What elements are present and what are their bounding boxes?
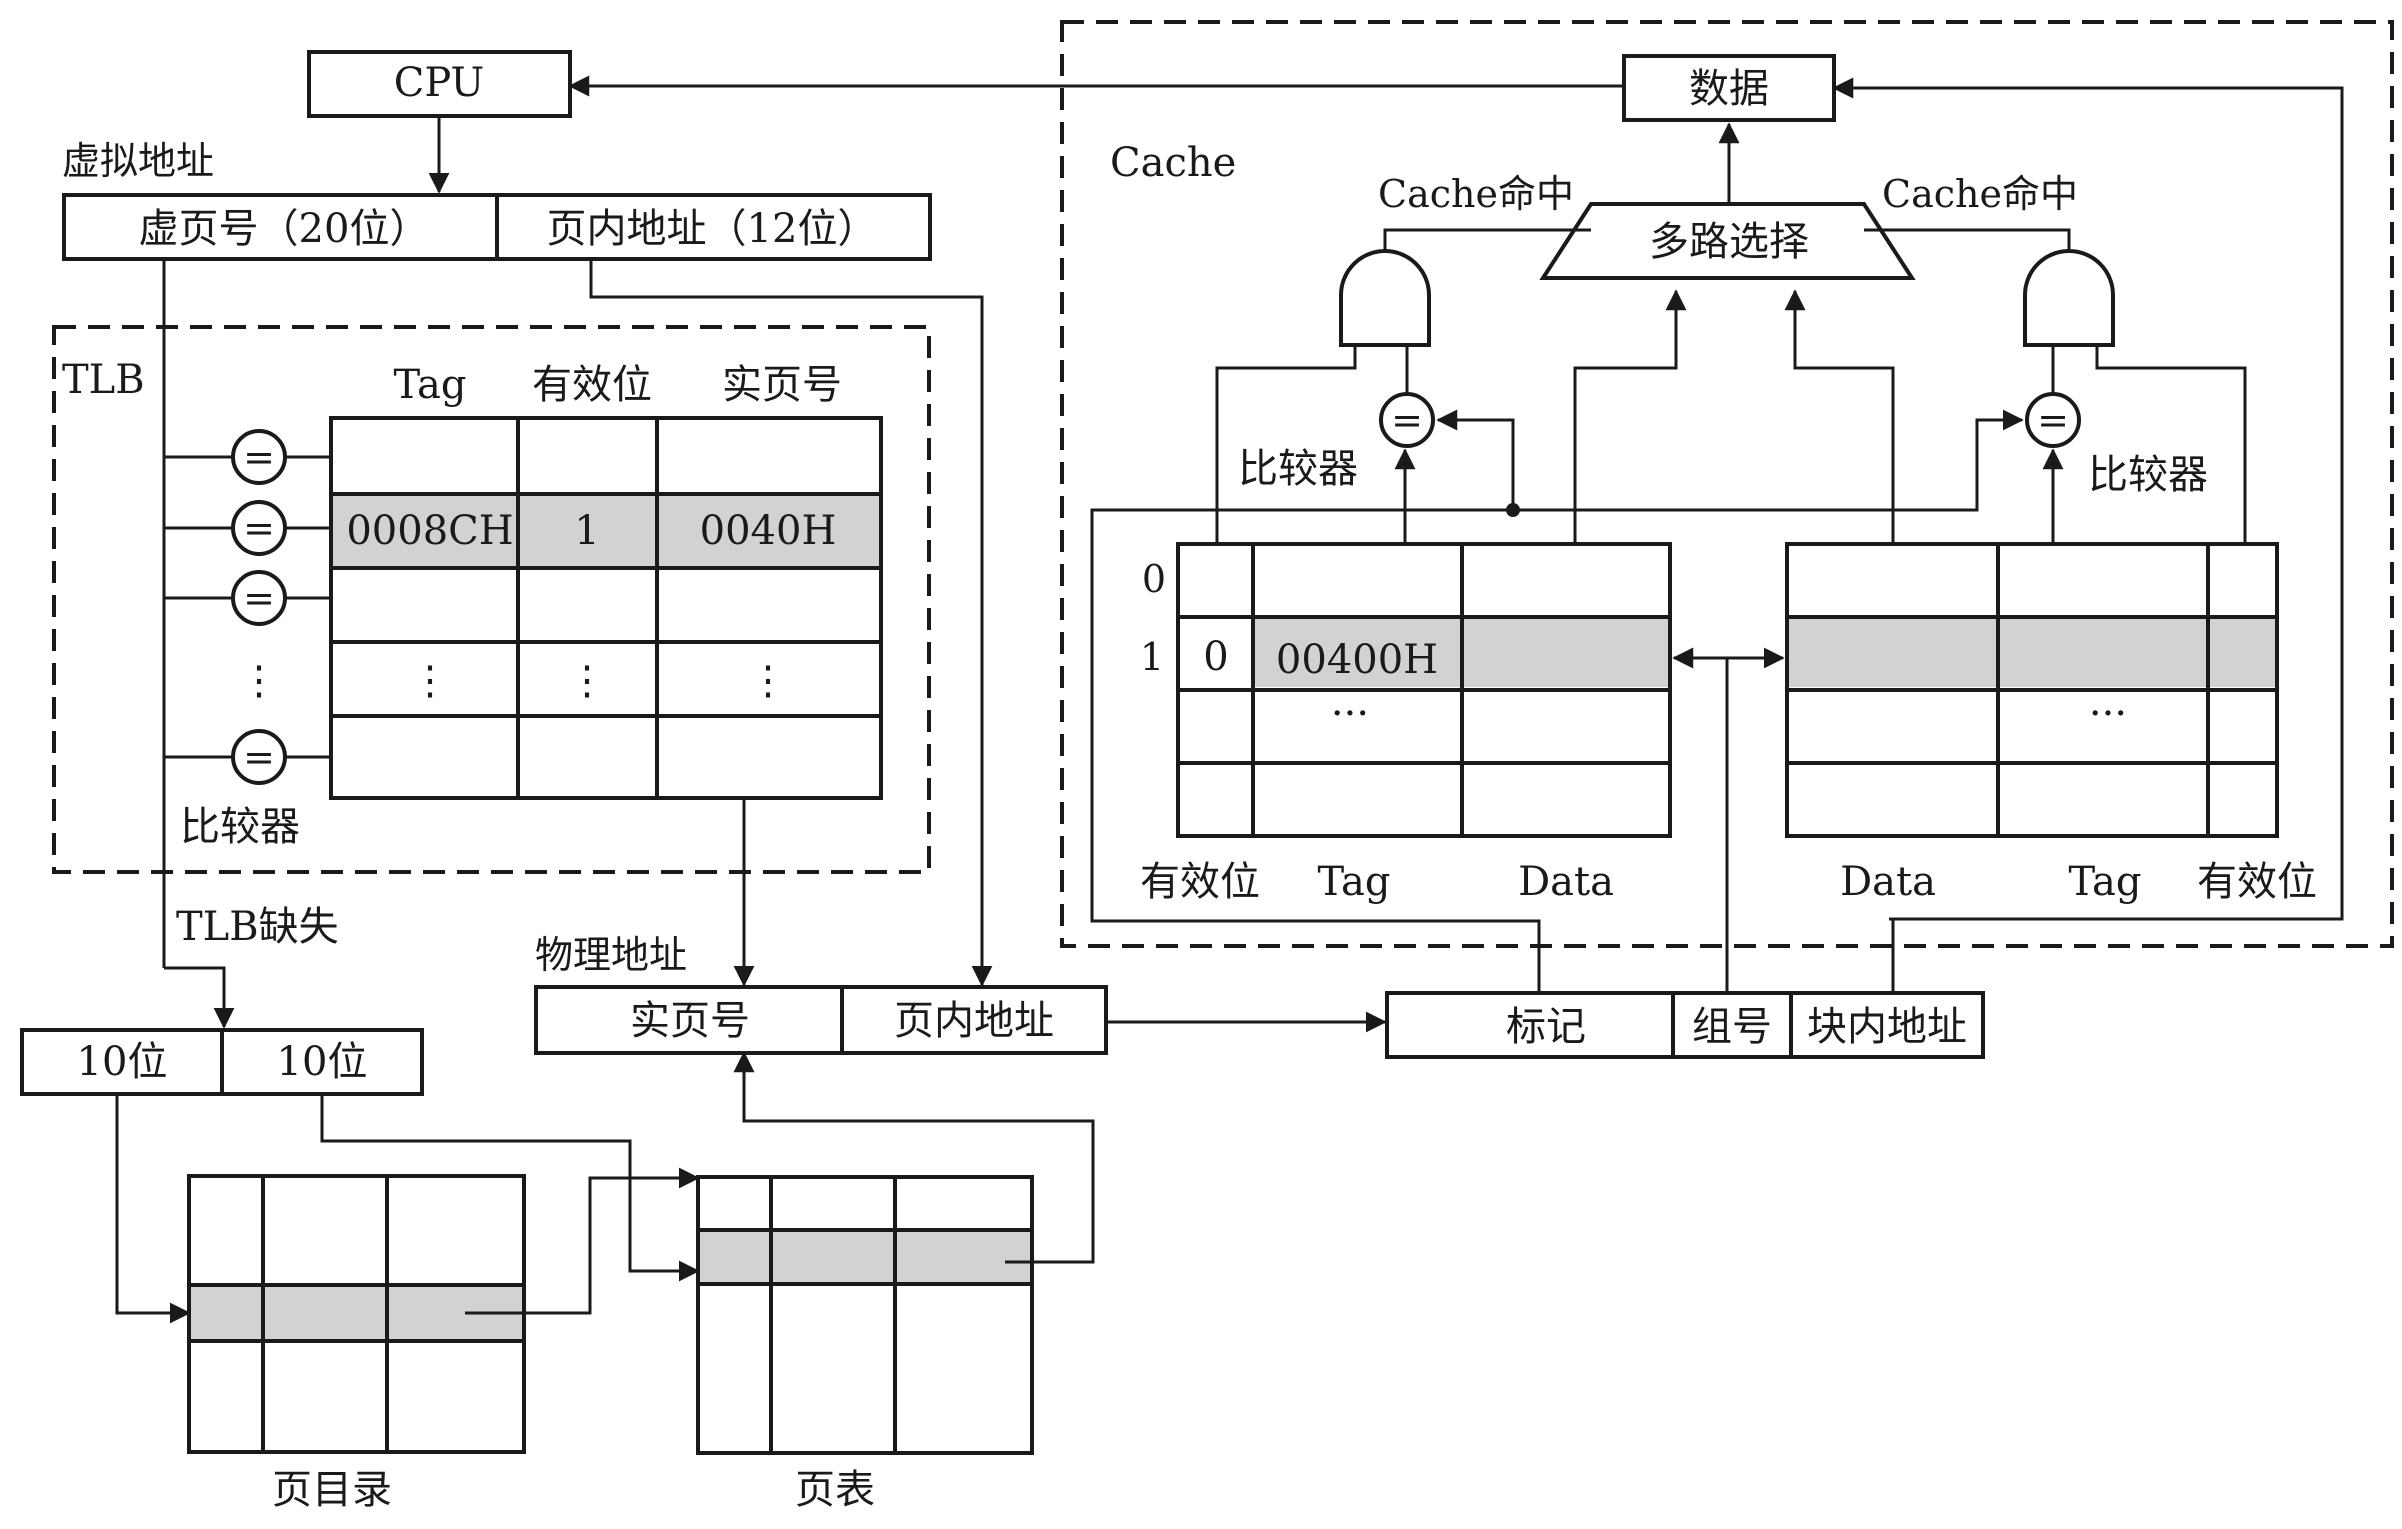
bus-junction-dot [1506, 503, 1520, 517]
left-col-valid: 有效位 [1140, 859, 1260, 905]
left-ellipsis: ··· [1331, 691, 1369, 737]
right-ellipsis: ··· [2089, 691, 2127, 737]
cache-row-0: 0 [1142, 557, 1166, 601]
physical-address-title: 物理地址 [535, 933, 687, 977]
tlb-comparator-1: = [243, 435, 275, 479]
cpu-label: CPU [394, 60, 485, 106]
physical-address-register: 实页号 页内地址 [534, 985, 1108, 1055]
memory-data-return-arrow [1832, 77, 2344, 921]
dir-entry-arrow [465, 1167, 700, 1315]
tlb-miss-label: TLB缺失 [176, 904, 339, 950]
left-hit-to-mux [1383, 228, 1591, 251]
cache-way-right: ··· [1785, 542, 2279, 838]
tlb-col-valid: 有效位 [532, 362, 652, 408]
page-table-label: 页表 [795, 1467, 875, 1513]
cache-comparator-right: = [2037, 398, 2069, 442]
virtual-address-register: 虚页号（20位） 页内地址（12位） [62, 193, 932, 261]
tlb-row-valid: 1 [574, 508, 599, 554]
cache-hit-label-left: Cache命中 [1378, 172, 1574, 216]
offset-to-pa-arrow [589, 259, 993, 987]
right-col-valid: 有效位 [2197, 859, 2317, 905]
cache-comparator-label-right: 比较器 [2088, 452, 2208, 498]
tlb-comparator-2: = [243, 506, 275, 550]
tlb-region [52, 325, 931, 874]
left-col-data: Data [1518, 859, 1614, 905]
page-directory-label: 页目录 [272, 1467, 392, 1513]
cache-comparator-label-left: 比较器 [1238, 446, 1358, 492]
dir-index-arrow [115, 1094, 191, 1324]
cache-comparator-left: = [1391, 398, 1423, 442]
virtual-page-number-field: 虚页号（20位） [139, 206, 430, 252]
cache-title: Cache [1110, 140, 1236, 186]
tlb-comparators: = = = ⋮ = [164, 429, 331, 785]
and-gate-right [2023, 249, 2115, 347]
tlb-table: Tag 有效位 实页号 0008CH 1 0040H ⋮ ⋮ ⋮ [329, 362, 883, 800]
table-index-field: 10位 [277, 1039, 368, 1085]
tlb-col-ppn: 实页号 [722, 362, 842, 408]
left-row1-tag: 00400H [1276, 637, 1438, 683]
tlb-comparator-ellipsis: ⋮ [239, 658, 279, 704]
cache-data-output: 数据 [1622, 54, 1836, 122]
tlb-comparator-4: = [243, 735, 275, 779]
pte-to-pa-arrow [733, 1051, 1095, 1264]
cache-row-1: 1 [1140, 635, 1164, 679]
cache-way-left: 0 00400H ··· [1176, 542, 1672, 838]
tlb-ellipsis-ppn: ⋮ [748, 658, 788, 704]
pa-ppn-field: 实页号 [630, 998, 750, 1044]
cache-region [1060, 20, 2394, 948]
right-hit-to-mux [1864, 228, 2071, 251]
tlb-title: TLB [62, 357, 145, 403]
tag-bus-right [1090, 409, 2024, 1001]
right-col-tag: Tag [2068, 859, 2141, 905]
cache-addr-set-field: 组号 [1692, 1004, 1772, 1050]
tag-bus-left [1436, 409, 1515, 510]
tlb-row-tag: 0008CH [346, 508, 513, 554]
cache-address-register: 标记 组号 块内地址 [1385, 991, 1985, 1059]
directory-index-field: 10位 [77, 1039, 168, 1085]
tlb-col-tag: Tag [393, 362, 466, 408]
tlb-miss-arrow [164, 966, 235, 1029]
cache-addr-offset-field: 块内地址 [1807, 1004, 1967, 1050]
left-valid-to-and [1215, 345, 1357, 542]
page-offset-field: 页内地址（12位） [547, 206, 878, 252]
right-valid-to-and [2095, 345, 2247, 542]
tlb-highlighted-row [333, 496, 879, 566]
two-level-index-register: 10位 10位 [20, 1028, 424, 1096]
and-gate-left [1339, 249, 1431, 347]
virtual-address-title: 虚拟地址 [62, 139, 214, 183]
page-table [696, 1175, 1034, 1455]
tlb-row-ppn: 0040H [700, 508, 837, 554]
tlb-ellipsis-tag: ⋮ [410, 658, 450, 704]
right-col-data: Data [1840, 859, 1936, 905]
cache-hit-label-right: Cache命中 [1882, 172, 2078, 216]
left-col-tag: Tag [1317, 859, 1390, 905]
cpu-block: CPU [307, 50, 572, 118]
tlb-ellipsis-valid: ⋮ [567, 658, 607, 704]
mux-label: 多路选择 [1649, 219, 1809, 265]
cache-data-label: 数据 [1689, 66, 1769, 112]
tlb-comparator-label: 比较器 [180, 804, 300, 850]
pa-offset-field: 页内地址 [894, 998, 1054, 1044]
left-row1-valid: 0 [1203, 634, 1228, 680]
left-data-to-mux [1573, 289, 1687, 542]
right-data-to-mux [1784, 289, 1895, 542]
table-index-arrow [320, 1094, 700, 1282]
multiplexer: 多路选择 [1539, 202, 1916, 280]
tlb-comparator-3: = [243, 576, 275, 620]
cache-addr-tag-field: 标记 [1506, 1004, 1586, 1050]
